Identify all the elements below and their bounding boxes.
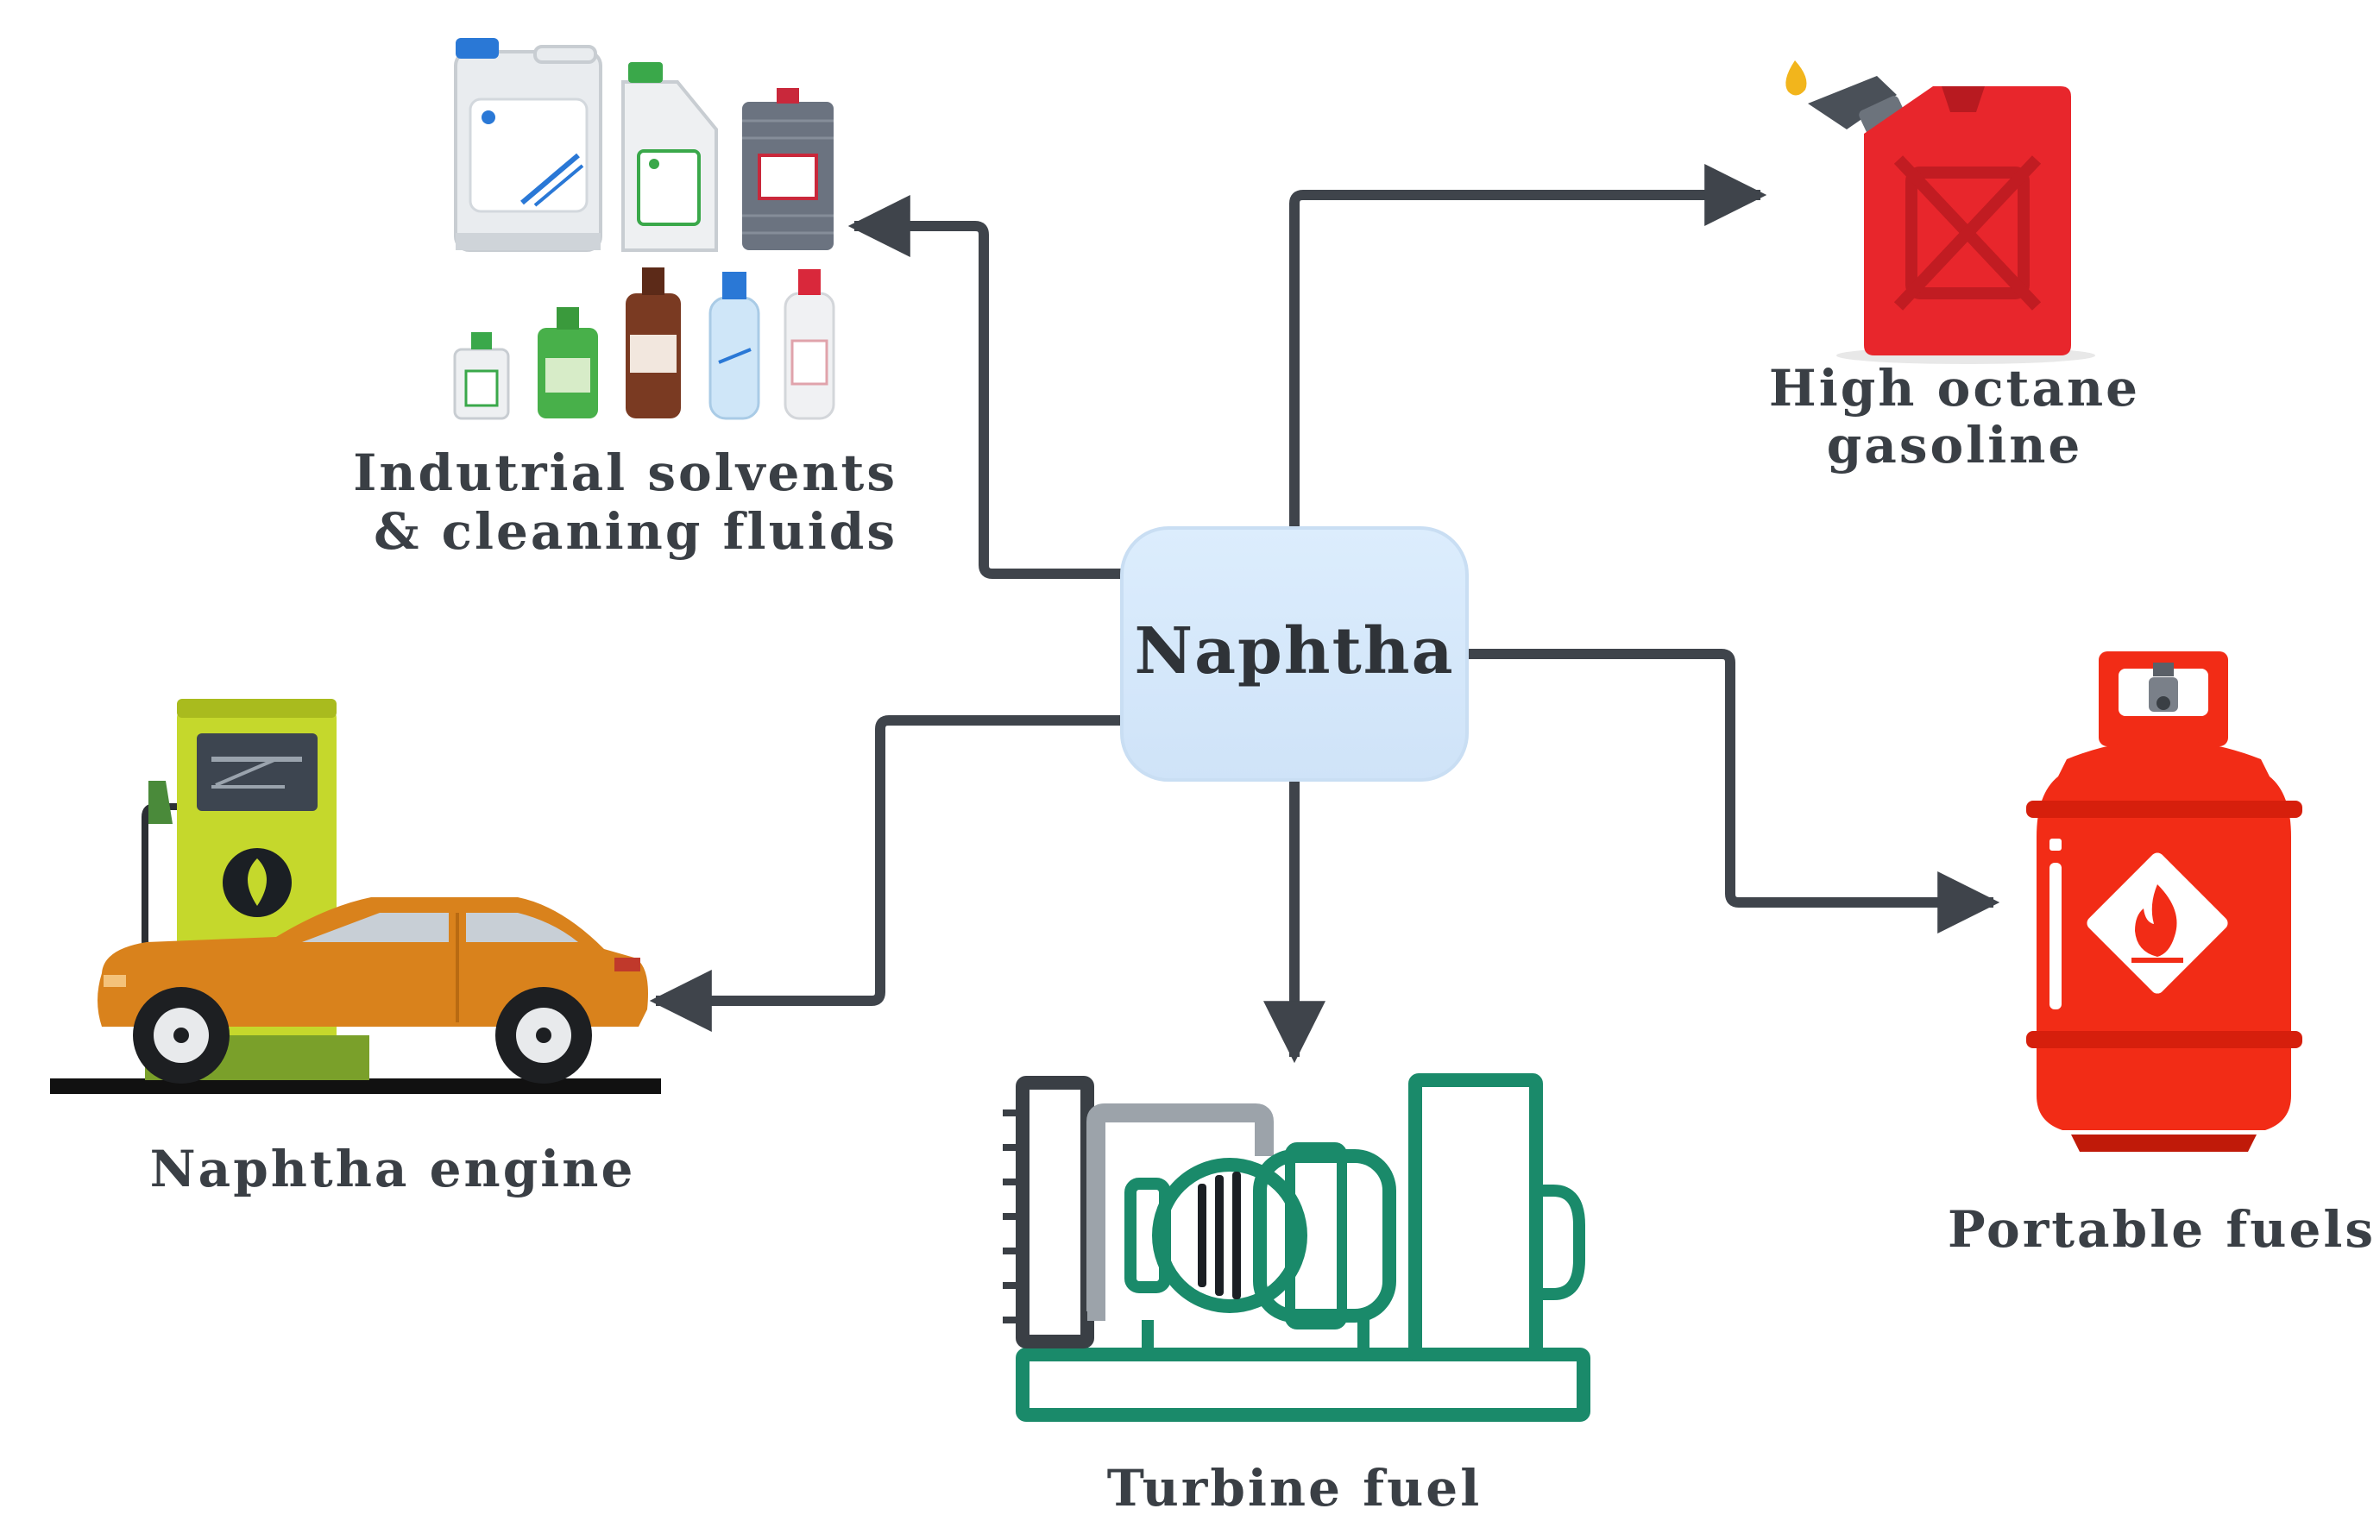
connector-arrows	[649, 164, 2000, 1064]
solvent-bottles-icon	[453, 38, 835, 420]
engine-label: Naphtha engine	[150, 1140, 636, 1198]
arrow-to-solvents	[847, 195, 1122, 579]
car-wheel-rear	[495, 987, 592, 1084]
jerry-can-icon	[1785, 60, 2095, 364]
arrow-to-gasoline	[1289, 164, 1767, 528]
solvents-label-line2: & cleaning fluids	[374, 502, 897, 561]
car-fuel-pump-icon	[50, 699, 661, 1094]
naphtha-label: Naphtha	[1134, 614, 1454, 688]
gasoline-label-line1: High octane	[1769, 359, 2140, 418]
naphtha-box: Naphtha	[1120, 526, 1469, 782]
arrow-to-engine	[649, 715, 1122, 1032]
arrow-to-portable	[1467, 649, 2000, 933]
turbine-generator-icon	[1003, 1073, 1590, 1422]
solvents-label-line1: Indutrial solvents	[353, 443, 897, 502]
turbine-label: Turbine fuel	[1107, 1459, 1482, 1518]
car-wheel-front	[133, 987, 230, 1084]
portable-label: Portable fuels	[1948, 1200, 2376, 1259]
gasoline-label-line2: gasoline	[1827, 416, 2083, 475]
gas-cylinder-icon	[2026, 651, 2302, 1152]
